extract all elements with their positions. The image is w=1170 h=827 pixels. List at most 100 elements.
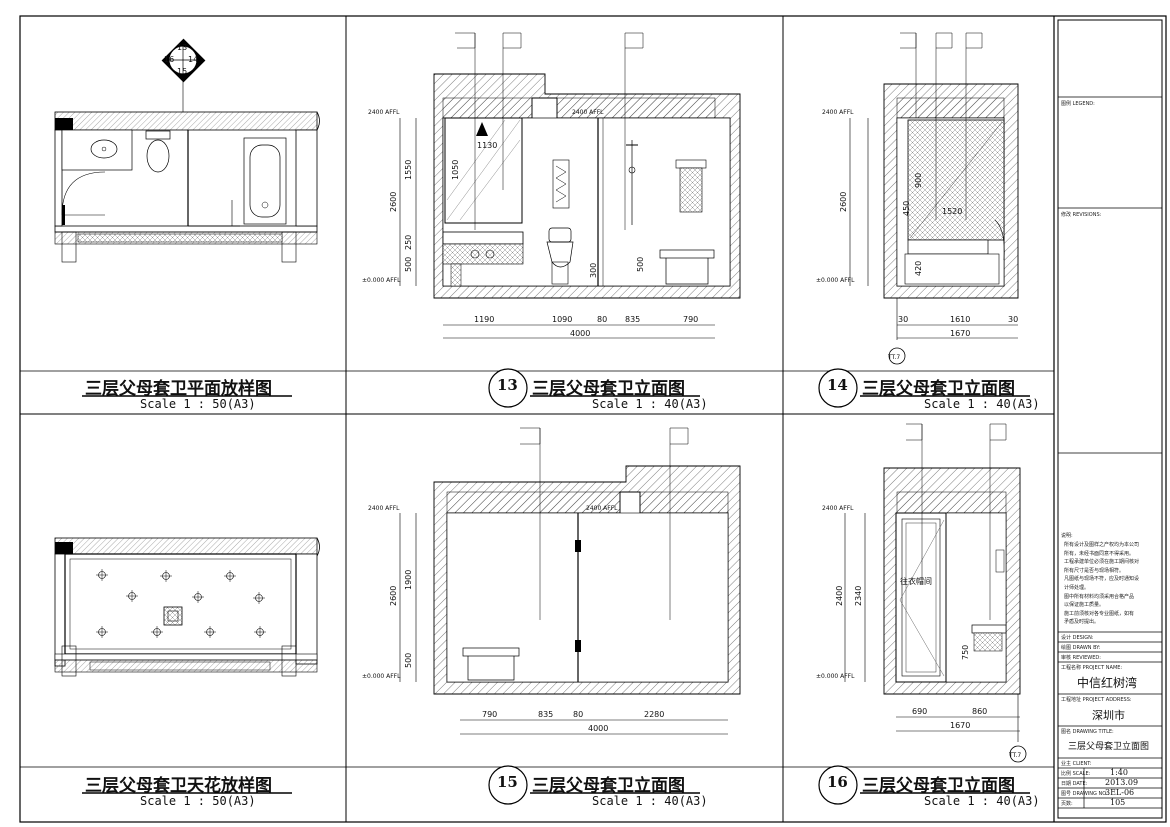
ceiling-light-icon bbox=[204, 626, 216, 638]
index-label-13: 13 bbox=[177, 43, 187, 52]
e14-ceiling-level: 2400 AFFL bbox=[822, 109, 854, 116]
tb-project-name: 中信红树湾 bbox=[1077, 676, 1138, 690]
panel-title-floor-plan: 三层父母套卫平面放样图 bbox=[85, 379, 272, 399]
panel-title-ceiling-plan: 三层父母套卫天花放样图 bbox=[85, 776, 272, 796]
ceiling-light-icon bbox=[151, 626, 163, 638]
badge-circle-13 bbox=[488, 368, 528, 408]
tb-note-line: 工程承建单位必须在施工期间核对 bbox=[1064, 559, 1140, 566]
e13-dim-total: 4000 bbox=[570, 329, 590, 338]
tb-revisions-label: 修改 REVISIONS: bbox=[1061, 212, 1102, 218]
panel-scale-elevation-13: Scale 1 : 40(A3) bbox=[592, 397, 708, 411]
e15-dim-500: 500 bbox=[404, 653, 413, 668]
e13-dim-835: 835 bbox=[625, 315, 640, 324]
e15-floor-level: ±0.000 AFFL bbox=[362, 673, 401, 680]
ceiling-plan-drawing bbox=[54, 537, 320, 677]
panel-scale-elevation-16: Scale 1 : 40(A3) bbox=[924, 794, 1040, 808]
e15-ceiling-level: 2400 AFFL bbox=[368, 505, 400, 512]
tb-note-line: 计师处理。 bbox=[1064, 584, 1090, 591]
e13-dim-1090: 1090 bbox=[552, 315, 572, 324]
tb-legend-label: 图例 LEGEND: bbox=[1061, 101, 1095, 107]
tb-scale-value: 1:40 bbox=[1110, 768, 1128, 777]
e15-dim-790: 790 bbox=[482, 710, 497, 719]
tb-number-value: 3EL-06 bbox=[1105, 788, 1135, 797]
ceiling-light-icon bbox=[96, 569, 108, 581]
panel-badge-13: 13 bbox=[497, 376, 518, 394]
e15-dim-2600: 2600 bbox=[389, 586, 398, 606]
e13-dim-1550: 1550 bbox=[404, 160, 413, 180]
e14-inner-width: 1520 bbox=[942, 207, 962, 216]
index-label-16: 16 bbox=[164, 55, 174, 64]
e13-mirror-height: 1050 bbox=[451, 160, 460, 180]
e14-dim-2600: 2600 bbox=[839, 192, 848, 212]
tb-project-label: 工程名称 PROJECT NAME: bbox=[1061, 665, 1123, 671]
ceiling-light-icon bbox=[96, 626, 108, 638]
panel-title-elevation-13: 三层父母套卫立面图 bbox=[532, 379, 685, 399]
e13-mid-ceiling-level: 2400 AFFL bbox=[572, 109, 604, 116]
elevation-16-drawing bbox=[844, 423, 1027, 763]
e13-dim-500: 500 bbox=[404, 257, 413, 272]
e13-dim-790: 790 bbox=[683, 315, 698, 324]
panel-title-elevation-16: 三层父母套卫立面图 bbox=[862, 776, 1015, 796]
ceiling-light-icon bbox=[126, 590, 138, 602]
tb-note-line: 所有尺寸是否与现场相符。 bbox=[1064, 567, 1125, 574]
e16-dim-860: 860 bbox=[972, 707, 987, 716]
tb-note-line: 图中所有材料均须采用合格产品 bbox=[1064, 593, 1135, 600]
tb-address: 深圳市 bbox=[1092, 709, 1125, 722]
panel-title-elevation-15: 三层父母套卫立面图 bbox=[532, 776, 685, 796]
e13-mirror-width: 1130 bbox=[477, 141, 497, 150]
e15-dim-2280: 2280 bbox=[644, 710, 664, 719]
panel-badge-15: 15 bbox=[497, 773, 518, 791]
e16-tag: TT.7 bbox=[1008, 752, 1021, 759]
e16-dim-total: 1670 bbox=[950, 721, 970, 730]
elevation-15-drawing bbox=[399, 427, 741, 735]
tb-page-value: 105 bbox=[1110, 798, 1126, 807]
e16-vanity-height: 750 bbox=[961, 645, 970, 660]
panel-scale-ceiling-plan: Scale 1 : 50(A3) bbox=[140, 794, 256, 808]
e16-ceiling-level: 2400 AFFL bbox=[822, 505, 854, 512]
tb-page-label: 页数: bbox=[1061, 801, 1073, 807]
floor-plan-drawing bbox=[54, 38, 320, 263]
tb-date-value: 2013.09 bbox=[1105, 778, 1139, 787]
tb-drawn-label: 绘图 DRAWN BY: bbox=[1061, 645, 1101, 651]
badge-circle-14 bbox=[818, 368, 858, 408]
title-block-frame bbox=[1057, 19, 1163, 819]
e13-dim-1190: 1190 bbox=[474, 315, 494, 324]
panel-scale-floor-plan: Scale 1 : 50(A3) bbox=[140, 397, 256, 411]
e16-dim-690: 690 bbox=[912, 707, 927, 716]
e15-dim-total: 4000 bbox=[588, 724, 608, 733]
tb-note-line: 凡图纸与现场不符，应及时通知设 bbox=[1064, 576, 1140, 583]
tb-client-label: 业主 CLIENT: bbox=[1061, 761, 1092, 767]
e16-dim-2400: 2400 bbox=[835, 586, 844, 606]
tb-note-line: 施工前须核对各专业图纸，如有 bbox=[1064, 610, 1135, 617]
panel-scale-elevation-14: Scale 1 : 40(A3) bbox=[924, 397, 1040, 411]
e15-dim-1900: 1900 bbox=[404, 570, 413, 590]
e14-inner-height-2: 450 bbox=[902, 201, 911, 216]
e14-dim-1610: 1610 bbox=[950, 315, 970, 324]
e13-floor-level: ±0.000 AFFL bbox=[362, 277, 401, 284]
dimension-labels: 13 14 15 16 2400 AFFL 2400 AFFL ±0.000 A… bbox=[164, 43, 1021, 759]
e15-mid-ceiling-level: 2400 AFFL bbox=[586, 505, 618, 512]
e14-base-height: 420 bbox=[914, 261, 923, 276]
e13-dim-300: 300 bbox=[589, 263, 598, 278]
ceiling-lights bbox=[96, 569, 266, 638]
e15-dim-80: 80 bbox=[573, 710, 583, 719]
e14-dim-total: 1670 bbox=[950, 329, 970, 338]
tb-note-line: 以保证施工质量。 bbox=[1064, 602, 1105, 609]
title-underlines bbox=[82, 395, 1030, 794]
tb-notes: 所有设计及图样之产权均为本公司 所有，未经书面同意不得采用。 工程承建单位必须在… bbox=[1064, 541, 1159, 627]
e14-tag: TT.7 bbox=[887, 354, 900, 361]
e13-tub-height: 500 bbox=[636, 257, 645, 272]
e13-ceiling-level: 2400 AFFL bbox=[368, 109, 400, 116]
index-label-15: 15 bbox=[177, 67, 187, 76]
e16-dim-2340: 2340 bbox=[854, 586, 863, 606]
tb-date-label: 日期 DATE: bbox=[1061, 781, 1088, 787]
badge-circle-15 bbox=[488, 765, 528, 805]
e16-door-label: 往衣帽间 bbox=[900, 576, 932, 586]
ceiling-light-icon bbox=[224, 570, 236, 582]
tb-notes-heading: 说明: bbox=[1061, 533, 1073, 539]
tb-scale-label: 比例 SCALE: bbox=[1061, 771, 1091, 777]
ceiling-light-icon bbox=[160, 570, 172, 582]
badge-circle-16 bbox=[818, 765, 858, 805]
ceiling-light-icon bbox=[254, 626, 266, 638]
